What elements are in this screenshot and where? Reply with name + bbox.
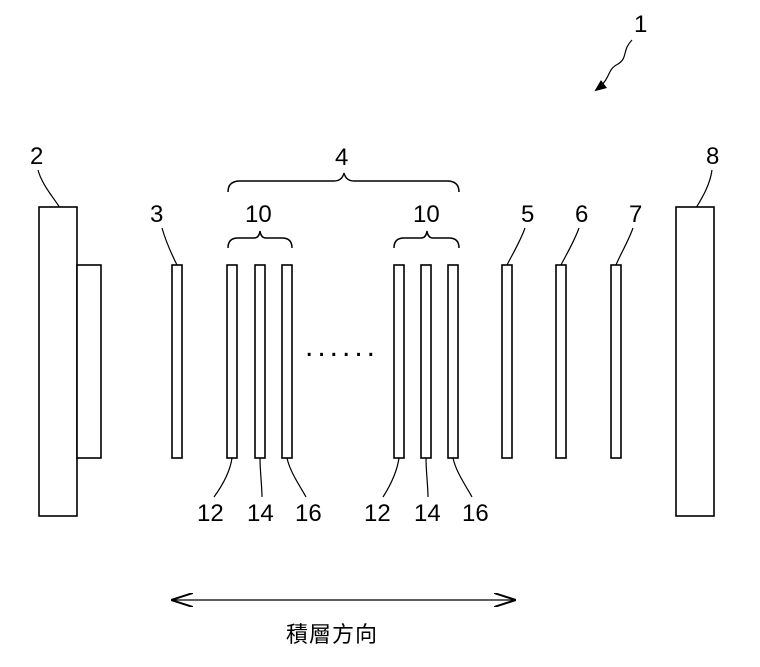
plate-7-label: 7 <box>629 201 642 228</box>
cell-left-layer-12 <box>227 265 237 458</box>
plate-5-label: 5 <box>521 201 534 228</box>
leader-left-16 <box>287 458 306 497</box>
stack-brace <box>228 173 459 192</box>
layer-label-left-12: 12 <box>197 500 224 527</box>
layer-label-left-16: 16 <box>295 500 322 527</box>
cell-right-layer-14 <box>421 265 431 458</box>
cell-right-layer-16 <box>448 265 458 458</box>
end-plate-left-boss <box>77 265 101 458</box>
cell-left-label: 10 <box>245 201 272 228</box>
cell-right-layer-12 <box>394 265 404 458</box>
leader-right-12 <box>383 458 399 497</box>
assembly-label: 1 <box>634 11 647 38</box>
end-plate-right-leader <box>696 170 712 208</box>
plate-7-leader <box>616 228 633 265</box>
cell-right-brace <box>394 231 459 248</box>
layer-label-right-16: 16 <box>462 500 489 527</box>
layer-label-left-14: 14 <box>247 500 274 527</box>
ellipsis: ...... <box>305 330 379 363</box>
cell-right-label: 10 <box>413 201 440 228</box>
cell-left-layer-16 <box>282 265 292 458</box>
cell-left-brace <box>228 231 292 248</box>
leader-left-12 <box>214 458 232 497</box>
plate-6-label: 6 <box>575 201 588 228</box>
leader-right-14 <box>426 458 428 497</box>
assembly-arrow <box>596 40 632 90</box>
plate-7 <box>611 265 621 458</box>
layer-label-right-14: 14 <box>414 500 441 527</box>
plate-3-label: 3 <box>150 201 163 228</box>
plate-5 <box>502 265 512 458</box>
end-plate-left <box>39 207 77 516</box>
end-plate-left-leader <box>38 170 60 208</box>
plate-5-leader <box>507 228 525 265</box>
direction-caption: 積層方向 <box>286 623 378 648</box>
plate-6 <box>556 265 566 458</box>
plate-3-leader <box>162 228 177 265</box>
leader-right-16 <box>453 458 472 497</box>
end-plate-right <box>676 207 714 516</box>
layer-label-right-12: 12 <box>364 500 391 527</box>
cell-left-layer-14 <box>255 265 265 458</box>
leader-left-14 <box>260 458 262 497</box>
end-plate-left-label: 2 <box>30 143 43 170</box>
end-plate-right-label: 8 <box>706 143 719 170</box>
stack-label: 4 <box>335 144 348 171</box>
plate-3 <box>172 265 182 458</box>
plate-6-leader <box>561 228 579 265</box>
